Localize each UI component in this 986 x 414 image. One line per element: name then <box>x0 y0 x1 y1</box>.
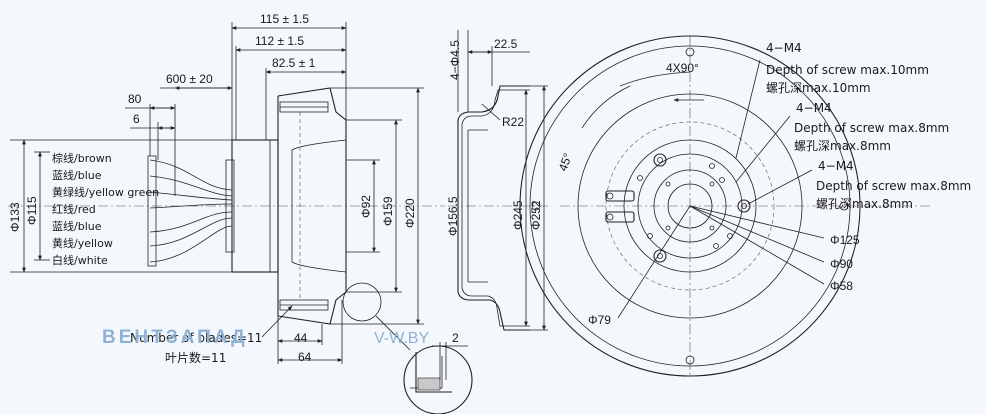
impeller-outline <box>277 87 347 325</box>
inlet-ring-profile-top <box>457 85 530 121</box>
screw-spec: 4−M4 <box>818 159 854 173</box>
dim-dia-92: Φ92 <box>359 195 373 218</box>
inner-hole-pattern <box>637 163 733 249</box>
detail-circle-marker <box>342 282 382 322</box>
screw-depth-en: Depth of screw max.10mm <box>766 63 929 77</box>
dim-strip-80: 80 <box>128 92 142 106</box>
dim-angle-45: 45° <box>556 151 575 173</box>
dim-64: 64 <box>298 350 312 364</box>
dim-cable-length: 600 ± 20 <box>166 72 213 86</box>
ring-79 <box>653 169 727 243</box>
wire-legend: 棕线/brown 蓝线/blue 黄绿线/yellow green 红线/red… <box>52 151 159 267</box>
watermark-brand: ВЕНТЗАПАД <box>102 327 248 348</box>
dim-dia-58: Φ58 <box>830 279 853 293</box>
wire-label: 黄绿线/yellow green <box>52 185 159 199</box>
dim-dia-79: Φ79 <box>588 313 611 327</box>
wire-label: 黄线/yellow <box>52 236 113 250</box>
ring-159 <box>577 93 803 319</box>
wire-label: 红线/red <box>52 202 96 216</box>
motor-rear-cap <box>225 159 235 253</box>
front-view: 4X90° 45° 4−M4 Depth of screw max.10mm 螺… <box>519 35 971 377</box>
dim-depth-112: 112 ± 1.5 <box>255 34 304 48</box>
screw-callout-1: 4−M4 Depth of screw max.10mm 螺孔深max.10mm <box>766 41 929 95</box>
ring-125 <box>623 139 757 273</box>
dim-overall-depth: 115 ± 1.5 <box>260 12 309 26</box>
screw-depth-en: Depth of screw max.8mm <box>794 121 949 135</box>
dim-radius-r22: R22 <box>502 115 524 129</box>
screw-callout-3: 4−M4 Depth of screw max.8mm 螺孔深max.8mm <box>816 159 971 211</box>
blade-count-en: Number of blades=11 <box>130 331 262 345</box>
dim-dia-220: Φ220 <box>403 198 417 228</box>
dim-dia-245: Φ245 <box>511 200 525 230</box>
screw-depth-en: Depth of screw max.8mm <box>816 179 971 193</box>
ring-90 <box>637 153 743 259</box>
dim-dia-90: Φ90 <box>830 257 853 271</box>
wire-label: 棕线/brown <box>52 151 112 165</box>
ring-58 <box>667 183 713 229</box>
dim-2: 2 <box>452 331 459 345</box>
screw-boss <box>737 199 751 213</box>
wire-label: 蓝线/blue <box>52 219 102 233</box>
dim-depth-825: 82.5 ± 1 <box>272 56 316 70</box>
dim-dia-1565: Φ156.5 <box>446 196 460 236</box>
wire-label: 白线/white <box>52 253 108 267</box>
dim-dia-159: Φ159 <box>381 196 395 226</box>
screw-depth-cn: 螺孔深max.8mm <box>794 139 891 153</box>
outer-ring-252 <box>519 35 861 377</box>
dim-44: 44 <box>294 331 308 345</box>
dim-angle-4x90: 4X90° <box>666 61 699 75</box>
side-view: 棕线/brown 蓝线/blue 黄绿线/yellow green 红线/red… <box>8 12 445 365</box>
screw-boss <box>653 249 667 263</box>
watermark-site: V-W.BY <box>374 330 429 347</box>
screw-spec: 4−M4 <box>766 41 802 55</box>
dim-strip-6: 6 <box>133 112 140 126</box>
wire-label: 蓝线/blue <box>52 168 102 182</box>
screw-spec: 4−M4 <box>796 101 832 115</box>
dim-thk-45: 4−Φ4.5 <box>448 40 462 80</box>
ring-245 <box>529 45 851 367</box>
dim-offset-225: 22.5 <box>494 37 518 51</box>
detail-view: 2 <box>403 331 473 414</box>
dim-dia-115: Φ115 <box>25 196 39 225</box>
dim-dia-125: Φ125 <box>830 233 860 247</box>
screw-boss <box>653 153 667 167</box>
cable-glands <box>605 190 635 223</box>
blade-count-cn: 叶片数=11 <box>165 350 226 365</box>
section-view: 4−Φ4.5 22.5 R22 Φ156.5 Φ245 Φ252 <box>446 30 548 331</box>
inlet-ring-profile-bottom <box>457 120 530 331</box>
screw-depth-cn: 螺孔深max.10mm <box>766 81 871 95</box>
screw-callout-2: 4−M4 Depth of screw max.8mm 螺孔深max.8mm <box>794 101 949 153</box>
screw-depth-cn: 螺孔深max.8mm <box>816 197 913 211</box>
cable-bundle <box>147 155 233 267</box>
dim-dia-133: Φ133 <box>8 202 22 232</box>
